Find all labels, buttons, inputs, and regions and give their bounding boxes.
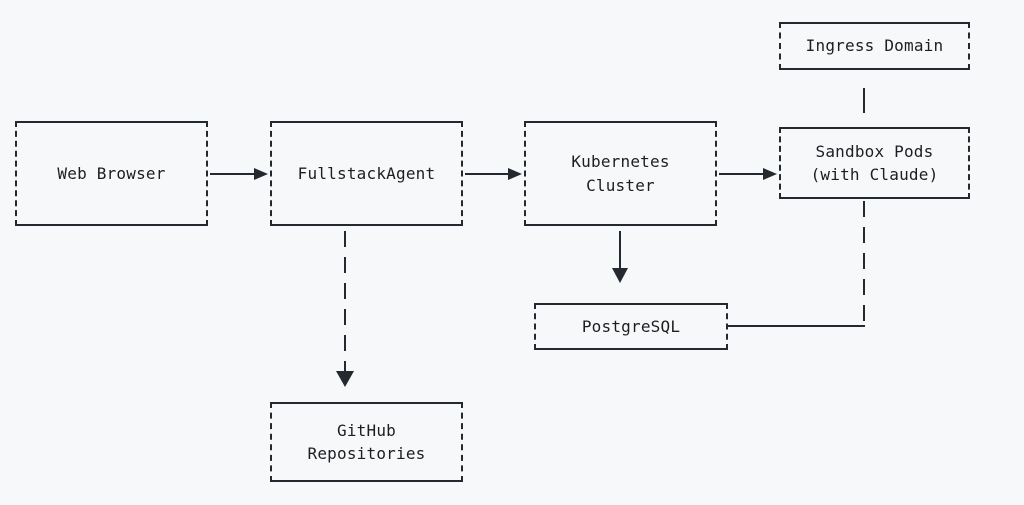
node-ingress-domain-label: Ingress Domain	[805, 36, 944, 56]
node-web-browser[interactable]: Web Browser	[15, 121, 208, 226]
node-sandbox-pods-label: Sandbox Pods (with Claude)	[810, 141, 939, 184]
node-ingress-domain[interactable]: Ingress Domain	[779, 22, 970, 70]
node-fullstack-agent-label: FullstackAgent	[297, 163, 436, 183]
edge-sandbox-to-postgresql	[728, 201, 865, 327]
node-kubernetes-cluster-label: Kubernetes Cluster	[571, 152, 670, 195]
edge-agent-to-cluster	[465, 168, 522, 180]
edge-agent-to-github	[336, 231, 354, 387]
node-github-repositories-label: GitHub Repositories	[307, 420, 426, 463]
node-kubernetes-cluster[interactable]: Kubernetes Cluster	[524, 121, 717, 226]
edge-browser-to-agent	[210, 168, 268, 180]
node-web-browser-label: Web Browser	[57, 163, 166, 183]
edge-cluster-to-sandbox	[719, 168, 777, 180]
node-postgresql[interactable]: PostgreSQL	[534, 303, 728, 350]
node-postgresql-label: PostgreSQL	[581, 316, 681, 336]
node-sandbox-pods[interactable]: Sandbox Pods (with Claude)	[779, 127, 970, 199]
edge-cluster-to-postgresql	[612, 231, 628, 283]
node-fullstack-agent[interactable]: FullstackAgent	[270, 121, 463, 226]
node-github-repositories[interactable]: GitHub Repositories	[270, 402, 463, 482]
